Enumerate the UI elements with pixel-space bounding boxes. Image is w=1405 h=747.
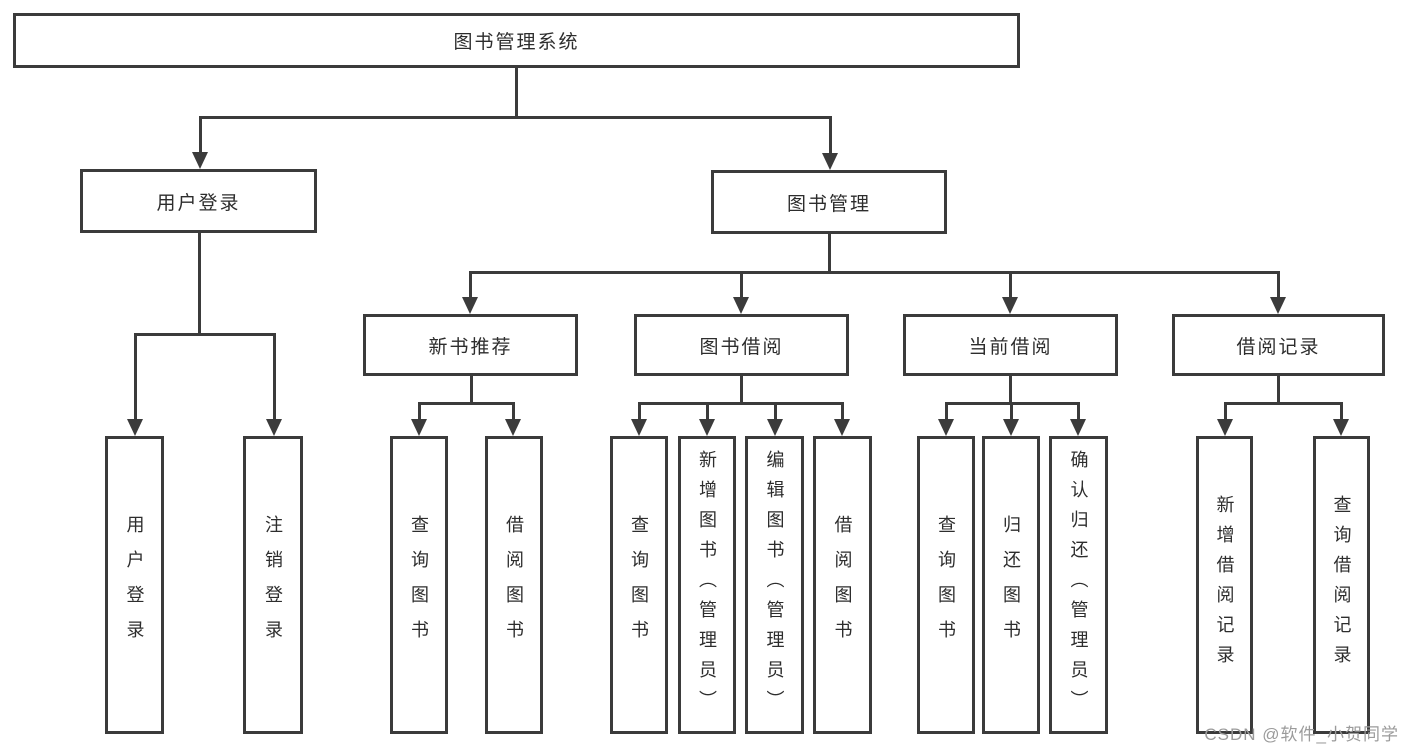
leaf-borrow-borrow-book: 借阅图书 — [813, 436, 872, 734]
arrow-down-icon — [767, 419, 783, 436]
node-borrow-records: 借阅记录 — [1172, 314, 1385, 376]
arrow-down-icon — [192, 152, 208, 169]
node-current-borrow: 当前借阅 — [903, 314, 1118, 376]
connector-bookborrow-drop-2 — [706, 402, 709, 420]
connector-borrowrec-hbar — [1224, 402, 1343, 405]
connector-root-drop-left — [199, 116, 202, 153]
connector-borrowrec-drop-1 — [1224, 402, 1227, 420]
node-user-login: 用户登录 — [80, 169, 317, 233]
arrow-down-icon — [1002, 297, 1018, 314]
connector-currentborrow-drop-2 — [1010, 402, 1013, 420]
connector-bookmgmt-hbar — [469, 271, 1279, 274]
connector-currentborrow-drop-3 — [1077, 402, 1080, 420]
arrow-down-icon — [733, 297, 749, 314]
arrow-down-icon — [505, 419, 521, 436]
arrow-down-icon — [938, 419, 954, 436]
connector-bookborrow-stem — [740, 376, 743, 404]
leaf-recommend-query-book: 查询图书 — [390, 436, 448, 734]
arrow-down-icon — [462, 297, 478, 314]
connector-root-drop-right — [829, 116, 832, 154]
connector-root-hbar — [199, 116, 831, 119]
connector-bookmgmt-drop-3 — [1009, 271, 1012, 298]
arrow-down-icon — [699, 419, 715, 436]
connector-newbook-drop-1 — [418, 402, 421, 420]
connector-newbook-hbar — [418, 402, 515, 405]
arrow-down-icon — [1333, 419, 1349, 436]
arrow-down-icon — [1003, 419, 1019, 436]
connector-userlogin-drop-1 — [134, 333, 137, 419]
connector-newbook-stem — [470, 376, 473, 404]
connector-root-stem — [515, 68, 518, 118]
connector-bookborrow-drop-4 — [841, 402, 844, 420]
connector-bookborrow-hbar — [638, 402, 844, 405]
connector-userlogin-hbar — [134, 333, 275, 336]
leaf-current-query-book: 查询图书 — [917, 436, 975, 734]
node-new-book-recommend: 新书推荐 — [363, 314, 578, 376]
connector-borrowrec-drop-2 — [1340, 402, 1343, 420]
connector-currentborrow-drop-1 — [945, 402, 948, 420]
connector-bookmgmt-drop-4 — [1277, 271, 1280, 298]
connector-bookborrow-drop-1 — [638, 402, 641, 420]
leaf-logout: 注销登录 — [243, 436, 303, 734]
connector-userlogin-stem — [198, 232, 201, 335]
leaf-borrow-query-book: 查询图书 — [610, 436, 668, 734]
arrow-down-icon — [834, 419, 850, 436]
connector-bookmgmt-drop-2 — [740, 271, 743, 298]
leaf-query-borrow-record: 查询借阅记录 — [1313, 436, 1370, 734]
csdn-watermark: CSDN @软件_小贺同学 — [1204, 725, 1399, 744]
arrow-down-icon — [1070, 419, 1086, 436]
leaf-user-login: 用户登录 — [105, 436, 164, 734]
node-root: 图书管理系统 — [13, 13, 1020, 68]
leaf-edit-book-admin: 编辑图书（管理员） — [745, 436, 804, 734]
node-book-borrow: 图书借阅 — [634, 314, 849, 376]
node-book-management: 图书管理 — [711, 170, 947, 234]
connector-userlogin-drop-2 — [273, 333, 276, 419]
leaf-recommend-borrow-book: 借阅图书 — [485, 436, 543, 734]
arrow-down-icon — [1217, 419, 1233, 436]
arrow-down-icon — [411, 419, 427, 436]
arrow-down-icon — [127, 419, 143, 436]
leaf-add-book-admin: 新增图书（管理员） — [678, 436, 736, 734]
connector-bookborrow-drop-3 — [774, 402, 777, 420]
leaf-return-book: 归还图书 — [982, 436, 1040, 734]
arrow-down-icon — [631, 419, 647, 436]
connector-newbook-drop-2 — [512, 402, 515, 420]
connector-bookmgmt-drop-1 — [469, 271, 472, 298]
connector-borrowrec-stem — [1277, 376, 1280, 404]
leaf-add-borrow-record: 新增借阅记录 — [1196, 436, 1253, 734]
arrow-down-icon — [1270, 297, 1286, 314]
connector-currentborrow-stem — [1009, 376, 1012, 404]
connector-bookmgmt-stem — [828, 234, 831, 273]
leaf-confirm-return-admin: 确认归还（管理员） — [1049, 436, 1108, 734]
arrow-down-icon — [266, 419, 282, 436]
arrow-down-icon — [822, 153, 838, 170]
